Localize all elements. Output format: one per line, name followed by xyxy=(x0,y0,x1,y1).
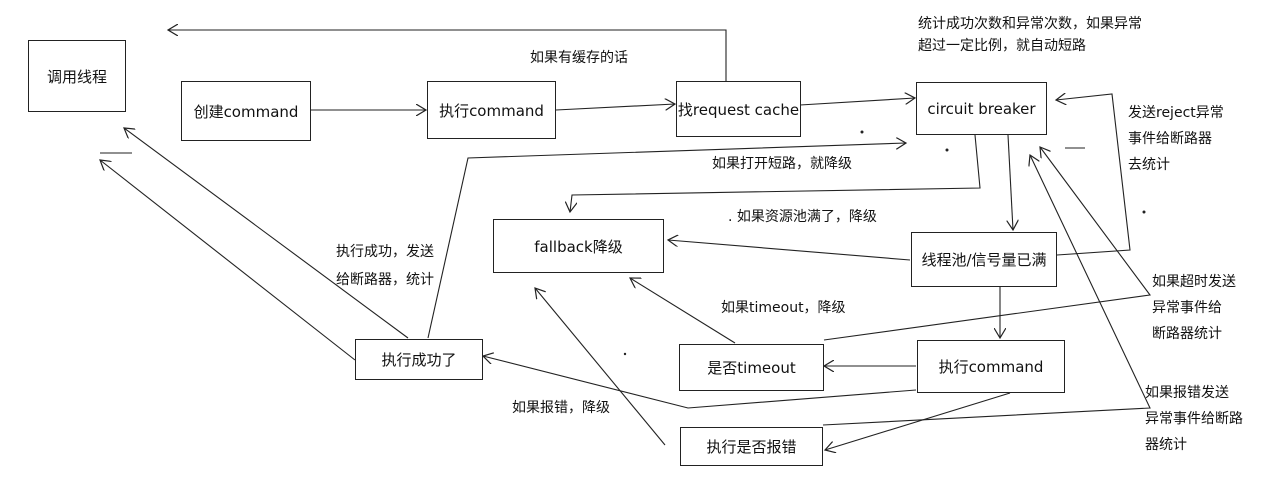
edge-cache-to-caller xyxy=(168,30,727,82)
label-timeout-send: 如果超时发送 异常事件给 断路器统计 xyxy=(1152,269,1236,347)
edge-breaker-to-fallback xyxy=(570,134,981,212)
edge-execute-to-cache xyxy=(555,104,675,111)
label-timeout-send-line-2: 异常事件给 xyxy=(1152,300,1222,316)
label-stats-line-2: 超过一定比例，就自动短路 xyxy=(918,38,1086,54)
label-error-send: 如果报错发送 异常事件给断路 器统计 xyxy=(1145,380,1243,458)
edge-timeout-to-breaker xyxy=(823,147,1151,341)
edge-cache-to-breaker xyxy=(799,98,915,106)
label-success-send-line-2: 给断路器，统计 xyxy=(336,272,434,288)
node-execute-command-2: 执行command xyxy=(917,340,1065,393)
edge-error-to-fallback xyxy=(535,288,666,446)
label-error-send-line-2: 异常事件给断路 xyxy=(1145,411,1243,427)
label-pool-full-degrade: . 如果资源池满了，降级 xyxy=(728,209,877,225)
label-send-reject-line-2: 事件给断路器 xyxy=(1128,131,1212,147)
label-success-send-line-1: 执行成功，发送 xyxy=(336,244,434,260)
label-stats-line-1: 统计成功次数和异常次数，如果异常 xyxy=(918,16,1142,32)
node-exec-success: 执行成功了 xyxy=(355,339,483,380)
dot-mark-4 xyxy=(623,352,627,356)
dot-mark-2 xyxy=(945,148,949,152)
label-error-send-line-3: 器统计 xyxy=(1145,437,1187,453)
node-caller-thread: 调用线程 xyxy=(28,40,126,112)
edge-execute2-to-error xyxy=(825,392,1011,450)
edge-error-to-breaker xyxy=(822,155,1151,426)
edge-breaker-to-pool xyxy=(1008,134,1013,230)
label-stats: 统计成功次数和异常次数，如果异常 超过一定比例，就自动短路 xyxy=(918,13,1142,57)
label-if-open: 如果打开短路，就降级 xyxy=(712,156,852,172)
edge-success-to-breaker xyxy=(427,143,906,339)
edge-pool-to-fallback xyxy=(668,240,911,261)
label-send-reject-line-1: 发送reject异常 xyxy=(1128,105,1224,121)
edge-success-to-caller-2 xyxy=(100,160,356,361)
label-error-send-line-1: 如果报错发送 xyxy=(1145,385,1229,401)
dot-mark-1 xyxy=(860,130,864,134)
label-timeout-degrade: 如果timeout，降级 xyxy=(721,300,846,316)
edge-timeout-to-fallback xyxy=(630,278,736,344)
edge-success-to-caller-1 xyxy=(124,128,409,339)
edge-pool-to-breaker-reject xyxy=(1056,94,1131,256)
label-error-degrade: 如果报错，降级 xyxy=(512,400,610,416)
node-execute-command: 执行command xyxy=(427,81,556,139)
node-circuit-breaker: circuit breaker xyxy=(916,82,1047,135)
node-exec-error: 执行是否报错 xyxy=(680,427,823,466)
dot-mark-3 xyxy=(1142,210,1146,214)
label-success-send: 执行成功，发送 给断路器，统计 xyxy=(336,238,434,294)
label-send-reject-line-3: 去统计 xyxy=(1128,157,1170,173)
node-pool-full: 线程池/信号量已满 xyxy=(911,232,1057,287)
node-request-cache: 找request cache xyxy=(676,81,801,137)
edge-execute2-to-success xyxy=(483,356,917,409)
node-is-timeout: 是否timeout xyxy=(679,344,824,391)
label-send-reject: 发送reject异常 事件给断路器 去统计 xyxy=(1128,100,1224,178)
node-create-command: 创建command xyxy=(181,81,311,141)
label-timeout-send-line-1: 如果超时发送 xyxy=(1152,274,1236,290)
label-timeout-send-line-3: 断路器统计 xyxy=(1152,326,1222,342)
label-has-cache: 如果有缓存的话 xyxy=(530,50,628,66)
node-fallback: fallback降级 xyxy=(493,219,664,273)
